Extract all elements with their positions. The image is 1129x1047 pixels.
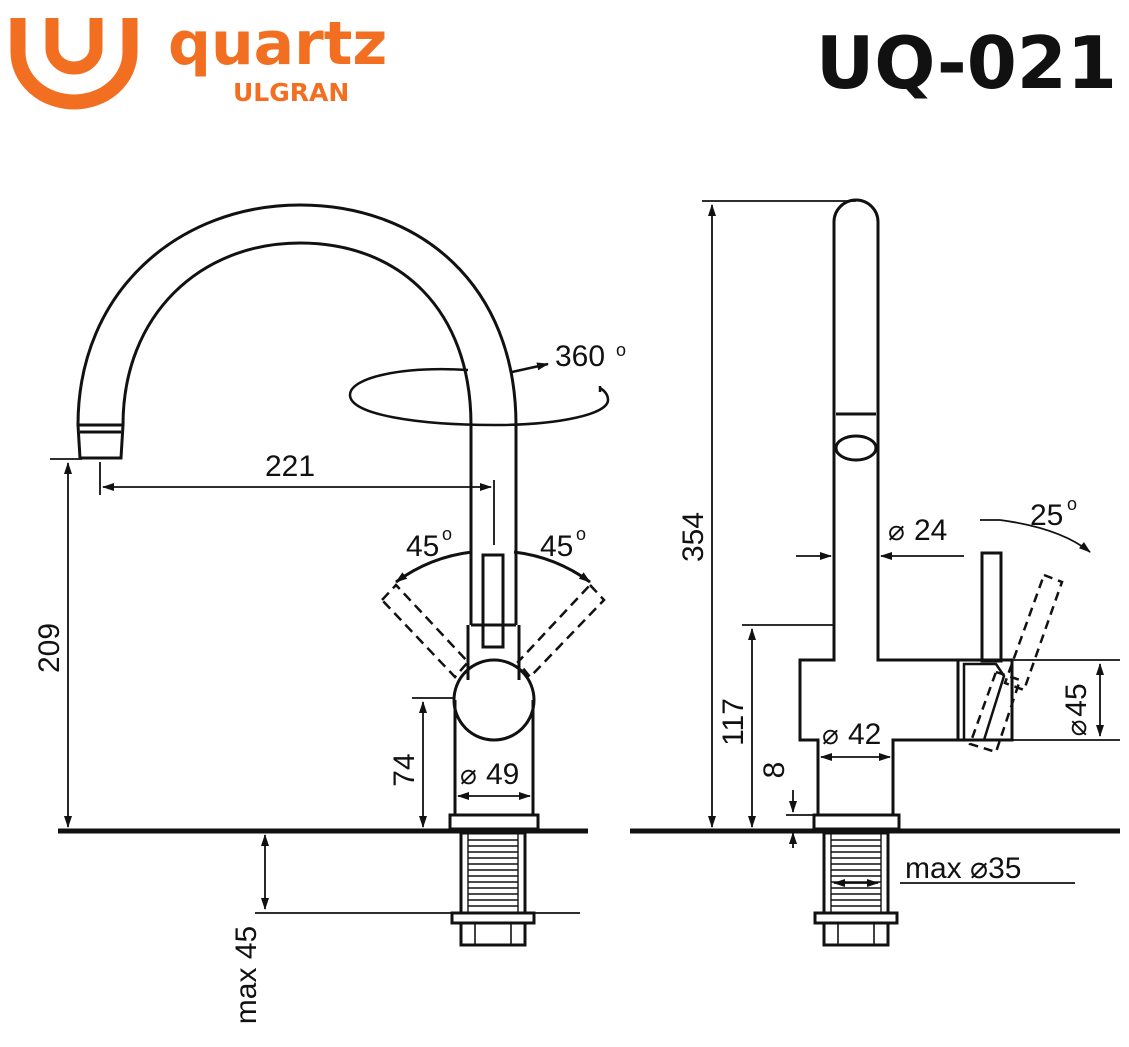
front-body-circle <box>452 658 536 742</box>
side-base <box>812 813 901 831</box>
front-view <box>76 203 610 947</box>
side-shank-thread <box>830 833 882 913</box>
lever-right-degree: o <box>576 524 586 544</box>
lever-left-degree: o <box>442 524 452 544</box>
side-nut <box>822 921 890 947</box>
spout-reach-label: 221 <box>265 450 315 483</box>
body-height-front-label: 74 <box>388 753 421 786</box>
side-shank <box>822 831 890 915</box>
logo-mark-inner <box>45 18 103 75</box>
rotation-label: 360 <box>555 340 605 373</box>
cartridge-diameter-symbol: ⌀ <box>1061 720 1092 737</box>
front-lever-swing <box>380 583 606 679</box>
front-lever-stem <box>481 553 505 649</box>
brand-logo: quartz ULGRAN <box>10 9 387 110</box>
spout-diameter-label: 24 <box>914 514 947 547</box>
lever-right-angle-label: 45 <box>540 530 573 563</box>
spout-aerator <box>76 423 125 460</box>
front-spout-outer <box>76 203 518 625</box>
base-diameter-label: 49 <box>486 758 519 791</box>
front-spout-inner <box>121 241 473 625</box>
side-aerator <box>834 434 878 462</box>
front-nut <box>459 921 527 947</box>
lever-left-angle-label: 45 <box>406 530 439 563</box>
front-base <box>448 813 540 831</box>
side-lever-swing <box>968 573 1064 754</box>
logo-mark-outer <box>10 18 138 110</box>
base-thickness-label: 8 <box>758 762 791 779</box>
spout-height-label: 209 <box>33 623 66 673</box>
rotation-degree: o <box>616 340 626 360</box>
mount-max-label: max 45 <box>230 926 263 1024</box>
body-height-side-label: 117 <box>717 698 750 746</box>
side-lever-base <box>962 662 1006 742</box>
side-spout <box>832 198 880 625</box>
base-diameter-symbol: ⌀ <box>460 759 477 790</box>
lever-tilt-angle-label: 25 <box>1030 499 1063 532</box>
cartridge-diameter-label: 45 <box>1060 683 1093 716</box>
side-lever <box>980 551 1003 663</box>
model-number: UQ-021 <box>816 21 1117 105</box>
rotation-ellipse <box>348 368 610 427</box>
brand-name: quartz <box>168 9 387 79</box>
front-shank <box>459 831 527 915</box>
brand-subtitle: ULGRAN <box>233 78 349 107</box>
side-view <box>798 198 1064 947</box>
body-diameter-symbol: ⌀ <box>822 719 839 750</box>
body-diameter-label: 42 <box>848 718 881 751</box>
front-shank-thread <box>467 833 519 913</box>
hole-max-diameter-label: max ⌀35 <box>905 852 1021 885</box>
total-height-label: 354 <box>677 512 710 562</box>
front-dimensions <box>50 458 580 914</box>
spout-diameter-symbol: ⌀ <box>888 515 905 546</box>
side-dimensions <box>702 200 1120 887</box>
lever-tilt-degree: o <box>1067 494 1077 514</box>
